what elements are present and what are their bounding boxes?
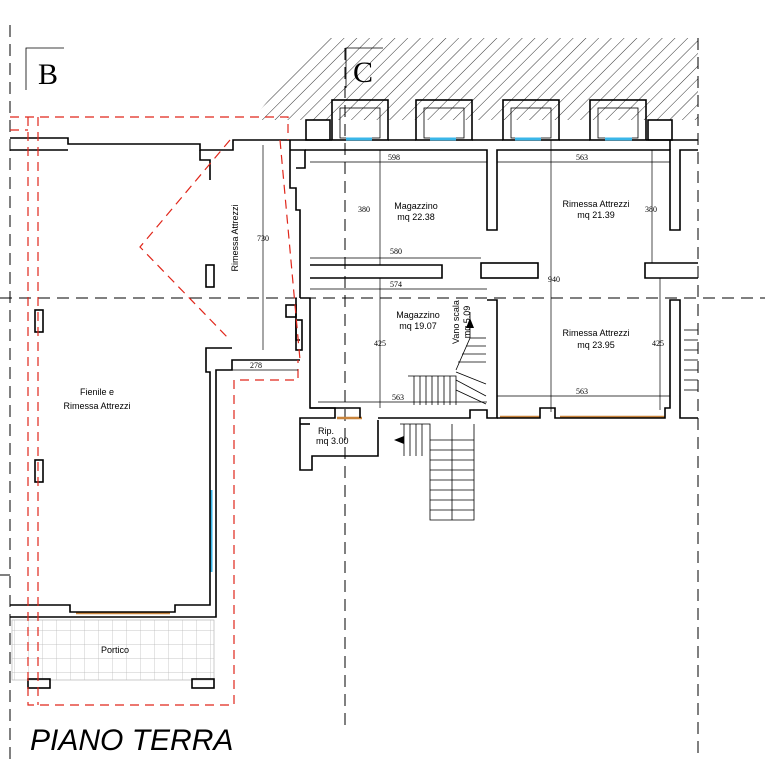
- red-dashed-outline: [10, 116, 301, 706]
- axis-lines: [0, 25, 765, 760]
- magazzino-top-name: Magazzino: [394, 201, 438, 211]
- room-labels: Fienile e Rimessa Attrezzi Rimessa Attre…: [63, 199, 629, 655]
- dimension-lines: [216, 140, 670, 412]
- doors: [76, 415, 665, 615]
- dim-580: 580: [390, 247, 402, 256]
- rimessa-vertical-label: Rimessa Attrezzi: [230, 204, 240, 271]
- section-marker-c: C: [345, 47, 383, 89]
- dim-278: 278: [250, 361, 262, 370]
- rimessa-bottom-area: mq 23.95: [577, 340, 615, 350]
- dim-425-left: 425: [374, 339, 386, 348]
- portico-grid: [11, 619, 215, 681]
- portico-label: Portico: [101, 645, 129, 655]
- dim-730: 730: [257, 234, 269, 243]
- section-c-label: C: [353, 56, 373, 89]
- vano-scala-name: Vano scala: [451, 300, 461, 344]
- magazzino-bottom-name: Magazzino: [396, 310, 440, 320]
- rimessa-top-name: Rimessa Attrezzi: [562, 199, 629, 209]
- dim-380-left: 380: [358, 205, 370, 214]
- rip-area: mq 3.00: [316, 436, 349, 446]
- magazzino-top-area: mq 22.38: [397, 212, 435, 222]
- dimension-labels: 598 563 380 380 730 580 574 940 425 425 …: [250, 153, 664, 402]
- vano-scala-area: mq 5.09: [462, 306, 472, 339]
- rip-name: Rip.: [318, 426, 334, 436]
- dim-563-bottom: 563: [576, 387, 588, 396]
- windows: [209, 137, 632, 572]
- page-title: PIANO TERRA: [30, 724, 233, 757]
- fienile-label-line2: Rimessa Attrezzi: [63, 401, 130, 411]
- fienile-label-line1: Fienile e: [80, 387, 114, 397]
- dim-380-right: 380: [645, 205, 657, 214]
- building-walls: [10, 137, 698, 618]
- dim-574: 574: [390, 280, 402, 289]
- section-marker-b: B: [25, 47, 64, 91]
- dim-425-right: 425: [652, 339, 664, 348]
- dim-598: 598: [388, 153, 400, 162]
- magazzino-bottom-area: mq 19.07: [399, 321, 437, 331]
- section-b-label: B: [38, 58, 58, 91]
- dim-940: 940: [548, 275, 560, 284]
- rimessa-bottom-name: Rimessa Attrezzi: [562, 328, 629, 338]
- dim-563-top: 563: [576, 153, 588, 162]
- portico-pillars: [27, 678, 215, 689]
- rimessa-top-area: mq 21.39: [577, 210, 615, 220]
- dim-563-mid: 563: [392, 393, 404, 402]
- staircase: [394, 312, 698, 521]
